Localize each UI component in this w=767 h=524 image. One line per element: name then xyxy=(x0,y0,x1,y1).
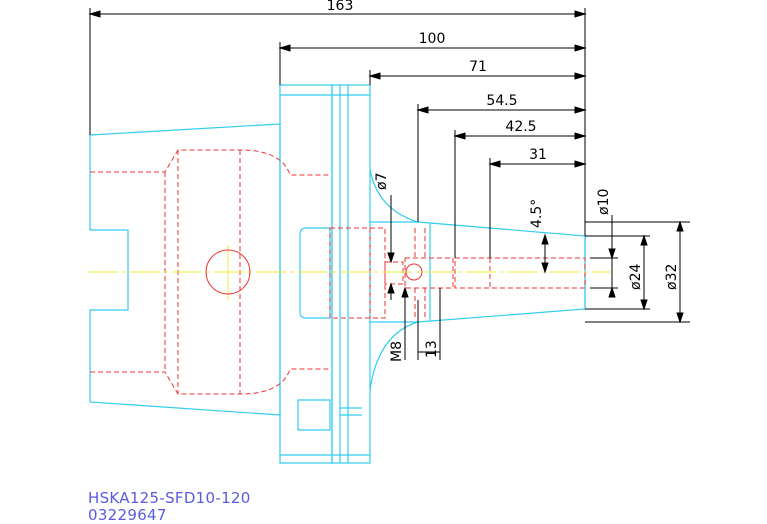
dim-taper-to-tip: 42.5 xyxy=(505,119,536,135)
dim-hole-7: ø7 xyxy=(374,173,390,190)
drive-hole xyxy=(205,249,251,295)
dim-body-to-tip: 54.5 xyxy=(486,93,517,109)
dim-nose-to-tip: 71 xyxy=(469,59,487,75)
model-number: HSKA125-SFD10-120 xyxy=(88,489,251,507)
dim-thread: M8 xyxy=(389,341,405,362)
dim-taper-angle: 4.5° xyxy=(529,199,545,228)
centerline xyxy=(88,245,610,300)
dim-body-32: ø32 xyxy=(664,264,680,290)
dim-flange-to-tip: 100 xyxy=(419,31,446,47)
tool-holder-outline xyxy=(89,84,586,464)
dimension-lines xyxy=(88,8,690,360)
dim-tip-24: ø24 xyxy=(628,264,644,290)
dim-bore-depth: 31 xyxy=(529,147,547,163)
bore-circle xyxy=(405,263,423,281)
dim-bore-10: ø10 xyxy=(596,189,612,215)
part-code: 03229647 xyxy=(88,506,167,524)
dim-thread-length: 13 xyxy=(424,340,440,358)
dim-overall-length: 163 xyxy=(327,0,354,14)
